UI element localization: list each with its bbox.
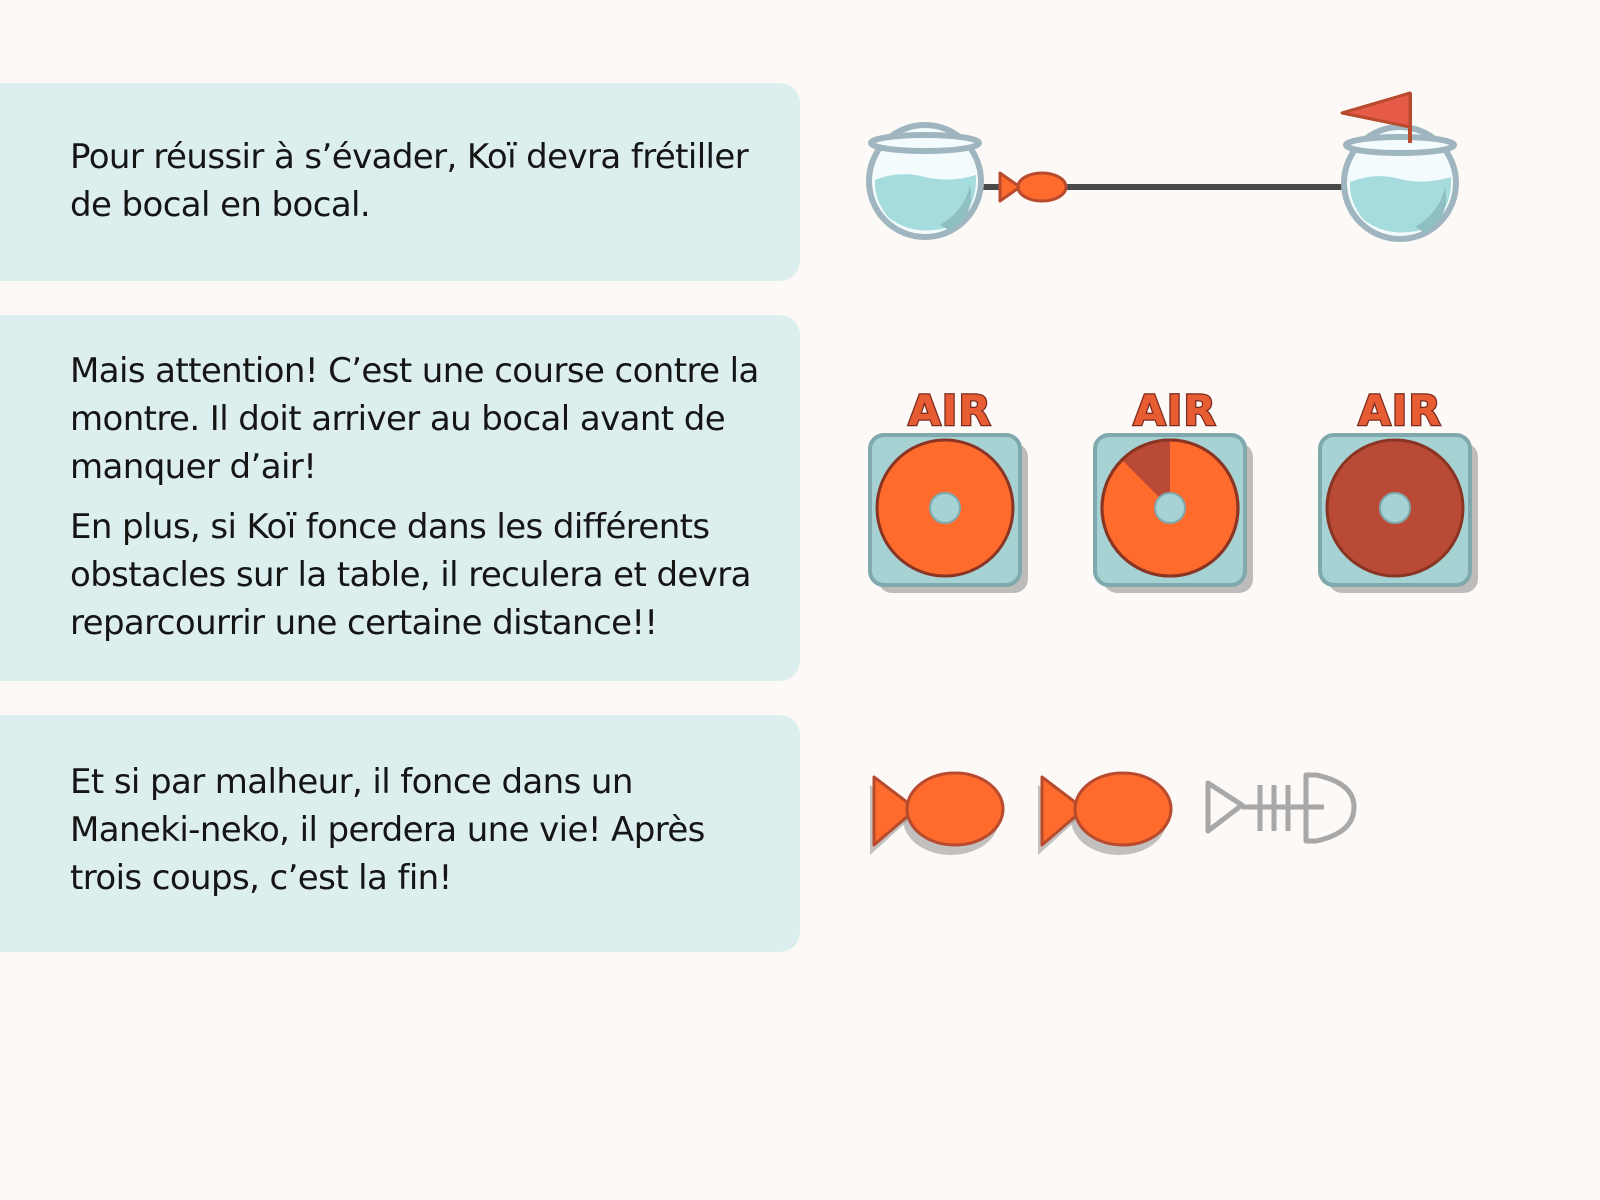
card-text: Et si par malheur, il fonce dans un Mane… bbox=[70, 762, 705, 898]
card-text: En plus, si Koï fonce dans les différent… bbox=[70, 507, 751, 643]
goal-flag-icon bbox=[1340, 91, 1412, 143]
info-card-air-timer: Mais attention! C’est une course contre … bbox=[0, 315, 800, 681]
air-label: AIR bbox=[1358, 386, 1441, 435]
fishbowl-icon bbox=[1341, 124, 1459, 242]
fish-icon bbox=[998, 171, 1068, 203]
card-text: Pour réussir à s’évader, Koï devra fréti… bbox=[70, 137, 749, 225]
info-card-lives: Et si par malheur, il fonce dans un Mane… bbox=[0, 715, 800, 952]
air-gauge-icon: AIR bbox=[1093, 385, 1253, 593]
info-card-escape: Pour réussir à s’évader, Koï devra fréti… bbox=[0, 83, 800, 281]
card-text: Mais attention! C’est une course contre … bbox=[70, 351, 759, 487]
fish-life-icon bbox=[870, 771, 1005, 855]
fishbowl-icon bbox=[866, 122, 984, 240]
bowl-track-illustration bbox=[866, 91, 1459, 242]
fish-life-icon bbox=[1038, 771, 1173, 855]
air-label: AIR bbox=[1133, 386, 1216, 435]
air-gauges-illustration: AIR AIR AIR bbox=[868, 385, 1478, 593]
air-gauge-icon: AIR bbox=[868, 385, 1028, 593]
lives-illustration bbox=[870, 771, 1357, 855]
air-label: AIR bbox=[908, 386, 991, 435]
air-gauge-icon: AIR bbox=[1318, 385, 1478, 593]
fish-skeleton-icon bbox=[1205, 772, 1357, 844]
